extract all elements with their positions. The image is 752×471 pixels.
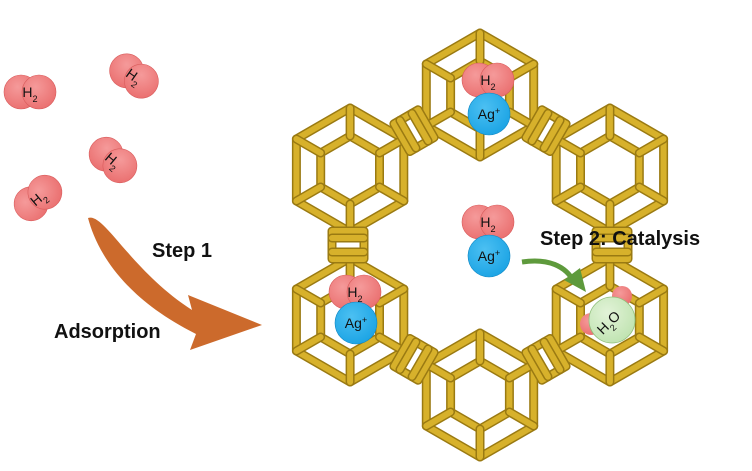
cage-inner-ring [447, 358, 513, 432]
cage-spoke [293, 136, 324, 156]
h2-formula: H2 [480, 214, 495, 234]
adsorption-label: Adsorption [54, 321, 161, 343]
free-h2-molecule: H2 [109, 53, 159, 99]
cage-spoke [636, 136, 667, 156]
hydrogen-atom [21, 74, 57, 110]
silver-ion [467, 92, 511, 136]
cage-inner-ring [317, 133, 383, 207]
connector-bar [528, 110, 551, 145]
silver-ion [467, 234, 511, 278]
h2-formula: H2 [347, 284, 362, 304]
step2-catalysis-label: Step 2: Catalysis [540, 228, 701, 250]
adsorbed-h2-top: H2 [461, 62, 515, 98]
cage-spoke [636, 334, 667, 354]
cage-spoke [293, 286, 324, 306]
free-h2-molecule: H2 [3, 74, 57, 110]
water-oxygen-atom [588, 296, 636, 344]
connector-bar [396, 117, 419, 152]
cage-spoke [636, 184, 667, 204]
adsorption-arrow [88, 217, 262, 350]
h2-formula: H2 [480, 72, 495, 92]
silver-ion [334, 301, 378, 345]
connector-bar [528, 345, 551, 380]
connector-bar [409, 110, 432, 145]
cage-spoke [423, 409, 454, 429]
connector-bar [541, 338, 564, 373]
cage-spoke [423, 61, 454, 81]
free-h2-molecule: H2 [88, 136, 138, 184]
cage-spoke [376, 184, 407, 204]
connector-bar [396, 338, 419, 373]
free-h2-molecule: H2 [13, 174, 63, 222]
ag-formula: Ag+ [478, 248, 500, 264]
connector-bar [541, 117, 564, 152]
cage-spoke [293, 334, 324, 354]
adsorbed-h2-left: H2 [328, 274, 382, 310]
hydrogen-atom [102, 148, 138, 184]
adsorbed-h2-center: H2 [461, 204, 515, 240]
arrows [88, 217, 586, 350]
cage-spoke [553, 286, 584, 306]
catalysis-arrowhead [564, 268, 586, 292]
zeolite-framework [291, 28, 669, 462]
cage-spoke [506, 409, 537, 429]
connector-bar [409, 345, 432, 380]
silver-ion-top: Ag+ [467, 92, 511, 136]
step1-label: Step 1 [152, 240, 213, 262]
cage-spoke [636, 286, 667, 306]
hydrogen-atom [27, 174, 63, 210]
water-product: H2O [580, 286, 636, 344]
silver-ion-center: Ag+ [467, 234, 511, 278]
hydrogen-atom [124, 63, 159, 99]
cage-spoke [293, 184, 324, 204]
cage-spoke [553, 184, 584, 204]
silver-ion-left: Ag+ [334, 301, 378, 345]
h2-formula: H2 [22, 84, 37, 104]
cage-inner-ring [577, 133, 643, 207]
ag-formula: Ag+ [345, 315, 367, 331]
cage-spoke [376, 286, 407, 306]
ag-formula: Ag+ [478, 106, 500, 122]
